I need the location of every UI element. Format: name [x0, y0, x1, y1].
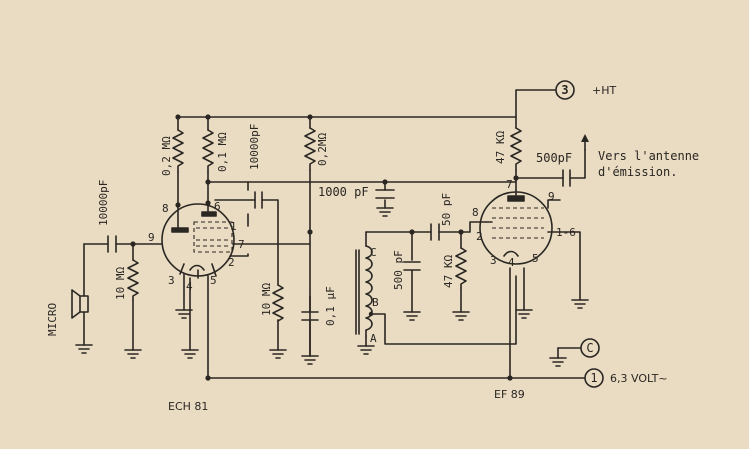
ech81-pin-9: 9	[148, 231, 155, 244]
ef89-pin-8: 8	[472, 206, 479, 219]
capacitor-500pF-mid	[403, 261, 421, 271]
ech81-pin-8: 8	[162, 202, 169, 215]
capacitor-0-1uF	[301, 311, 319, 321]
tube2-label: EF 89	[494, 388, 525, 401]
ech81-pin-4: 4	[186, 280, 193, 293]
capacitor-50pF	[430, 223, 440, 241]
ht-label: +HT	[592, 84, 616, 97]
r-47k-plate-label: 47 KΩ	[494, 131, 507, 164]
ef89-pin-4: 4	[508, 256, 515, 269]
tube-ech81	[161, 202, 235, 279]
labels: MICRO 10000pF 10 MΩ 0,2 MΩ 0,1 MΩ 10000p…	[46, 84, 699, 413]
terminal-1-label: 1	[590, 371, 597, 385]
ground-symbols	[75, 207, 589, 367]
resistor-0-1M	[202, 129, 214, 173]
c-50pF-label: 50 pF	[440, 193, 453, 226]
r-10M-low-label: 10 MΩ	[260, 283, 273, 316]
c-0-1uF-label: 0,1 µF	[324, 286, 337, 326]
terminal-1[interactable]: 1	[584, 368, 604, 388]
capacitor-500pF-antenna	[562, 169, 571, 187]
coil-tap-a: A	[370, 332, 377, 345]
ef89-pin-9: 9	[548, 190, 555, 203]
resistor-0-2M-mid	[304, 127, 316, 171]
resistor-0-2M-left	[172, 129, 184, 173]
ech81-pin-2: 2	[228, 256, 235, 269]
microphone-icon	[71, 289, 89, 319]
ech81-pin-6: 6	[214, 200, 221, 213]
ef89-pin-7: 7	[506, 178, 513, 191]
ef89-pin-5: 5	[532, 252, 539, 265]
c-10000pF-input-label: 10000pF	[97, 180, 110, 226]
r-0-1M-label: 0,1 MΩ	[216, 132, 229, 172]
ef89-pin-3: 3	[490, 254, 497, 267]
ech81-pin-3: 3	[168, 274, 175, 287]
c-10000pF-top-label: 10000pF	[248, 124, 261, 170]
r-47k-grid-label: 47 KΩ	[442, 255, 455, 288]
ef89-pin-2: 2	[476, 230, 483, 243]
terminal-c-label: C	[586, 341, 593, 355]
capacitor-10000pF-input	[107, 235, 117, 253]
tube1-label: ECH 81	[168, 400, 208, 413]
antenna-arrow	[581, 134, 589, 151]
terminal-c[interactable]: C	[580, 338, 600, 358]
ech81-pin-1: 1	[230, 220, 237, 233]
micro-label: MICRO	[46, 303, 59, 336]
r-0-2M-left-label: 0,2 MΩ	[160, 136, 173, 176]
resistor-10M-grid	[127, 259, 139, 301]
antenna-line1: Vers l'antenne	[598, 149, 699, 163]
tube-ef89	[479, 189, 553, 265]
oscillator-coil	[355, 245, 374, 337]
capacitor-10000pF-top	[254, 191, 263, 209]
terminal-3[interactable]: 3	[555, 80, 575, 100]
r-0-2M-mid-label: 0,2MΩ	[316, 133, 329, 166]
ef89-pin-1-6: 1-6	[556, 226, 576, 239]
antenna-line2: d'émission.	[598, 165, 677, 179]
c-500pF-mid-label: 500 pF	[392, 250, 405, 290]
ech81-pin-5: 5	[210, 274, 217, 287]
wiring	[83, 89, 586, 379]
resistor-47k-grid	[455, 247, 467, 289]
volt-label: 6,3 VOLT~	[610, 372, 668, 385]
resistor-10M-low	[272, 284, 284, 322]
c-1000pF-label: 1000 pF	[318, 185, 369, 199]
terminal-3-label: 3	[561, 83, 568, 97]
resistor-47k-plate	[510, 127, 522, 171]
coil-tap-c: C	[370, 246, 377, 259]
ech81-pin-7: 7	[238, 238, 245, 251]
coil-tap-b: B	[372, 296, 379, 309]
capacitor-1000pF	[375, 189, 395, 199]
c-500pF-antenna-label: 500pF	[536, 151, 572, 165]
r-10M-grid-label: 10 MΩ	[114, 267, 127, 300]
